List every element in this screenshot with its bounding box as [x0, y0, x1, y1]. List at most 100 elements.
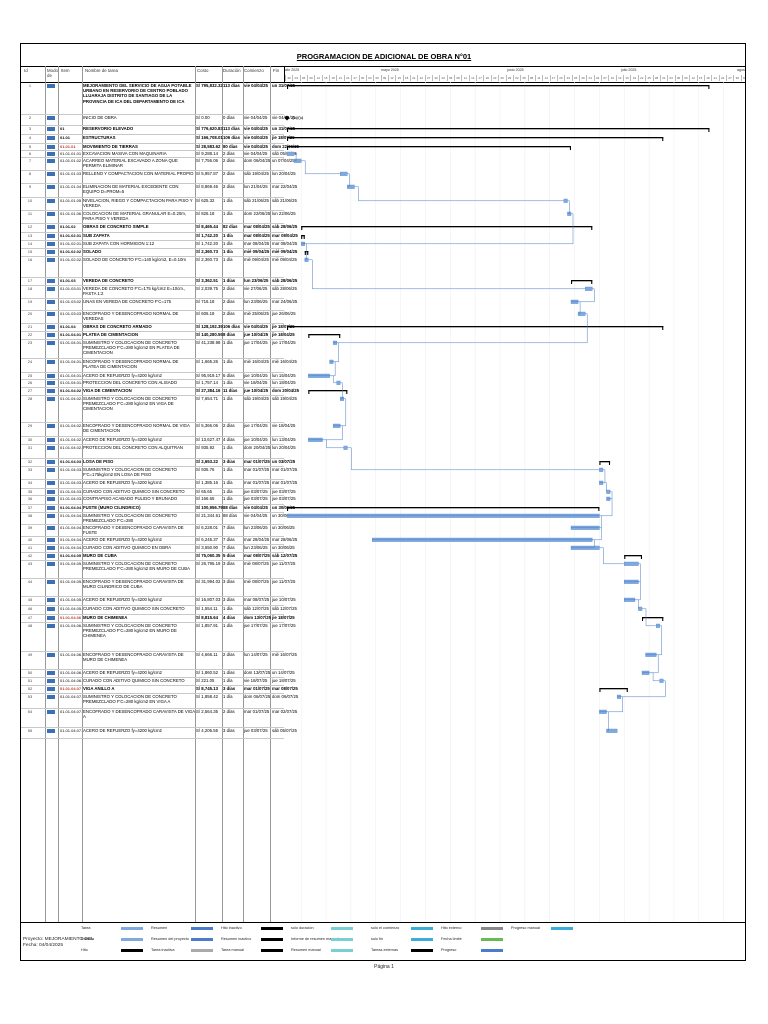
- task-edt: 01.01.04.05.04: [60, 606, 82, 611]
- timescale-day: 29: [579, 75, 586, 81]
- task-end: jue 18/07/25: [272, 678, 296, 683]
- task-start: vie 04/04/25: [244, 135, 268, 140]
- timescale-day: 22: [637, 75, 645, 81]
- task-end: un 30/06/25: [272, 513, 295, 518]
- task-cost: S/ 7,654.71: [196, 396, 218, 401]
- timescale-day: 15: [321, 75, 329, 81]
- timescale-day: 18: [402, 75, 410, 81]
- task-mode-icon: [47, 211, 55, 216]
- task-end: jie 18/04/25: [272, 332, 295, 337]
- summary-bar: [287, 507, 600, 509]
- task-start: vie 27/06/25: [244, 286, 268, 291]
- task-cost: S/ 1,857.91: [196, 623, 218, 628]
- task-end: un 30/06/25: [272, 525, 295, 530]
- task-id: 42: [27, 553, 33, 558]
- task-duration: 88 días: [223, 505, 238, 510]
- task-duration: 1 día: [223, 359, 233, 364]
- task-edt: 01.01.04.03.04: [60, 496, 82, 501]
- task-end: un 07/04/25: [272, 158, 295, 163]
- task-cost: S/ 75,060.35: [196, 553, 221, 558]
- summary-bar-start: [301, 235, 303, 239]
- timescale-day: 21: [409, 75, 417, 81]
- task-end: jue 11/07/25: [272, 579, 296, 584]
- task-start: mié 08/07/25: [244, 561, 269, 566]
- summary-bar-end: [626, 688, 628, 692]
- task-duration: 7 días: [223, 537, 235, 542]
- task-name: ACARREO MATERIAL EXCAVADO A ZONA QUE PER…: [83, 158, 178, 169]
- task-bar: [336, 380, 341, 385]
- timescale-day: 13: [615, 75, 623, 81]
- task-name: ACERO DE REFUERZO fy=4200 kg/cm2: [83, 373, 162, 378]
- milestone-label: 04/04: [292, 116, 304, 121]
- timescale-day: 27: [351, 75, 358, 81]
- timescale-day: 07: [601, 75, 608, 81]
- task-edt: 01.01.04.05.02: [60, 579, 82, 584]
- task-duration: 2 días: [223, 299, 235, 304]
- task-id: 31: [27, 445, 33, 450]
- timescale-day: 19: [630, 75, 637, 81]
- task-cost: S/ 3,362.51: [196, 278, 218, 283]
- task-id: 47: [27, 615, 33, 620]
- dependency-link: [624, 581, 641, 601]
- gantt-chart: 04/04: [284, 82, 724, 922]
- task-name: ELIMINACION DE MATERIAL EXCEDENTE CON EQ…: [83, 184, 179, 195]
- task-name: CURADO CON ADITIVO QUIMICO SIN CONCRETO: [83, 606, 185, 611]
- task-id: 52: [27, 686, 33, 691]
